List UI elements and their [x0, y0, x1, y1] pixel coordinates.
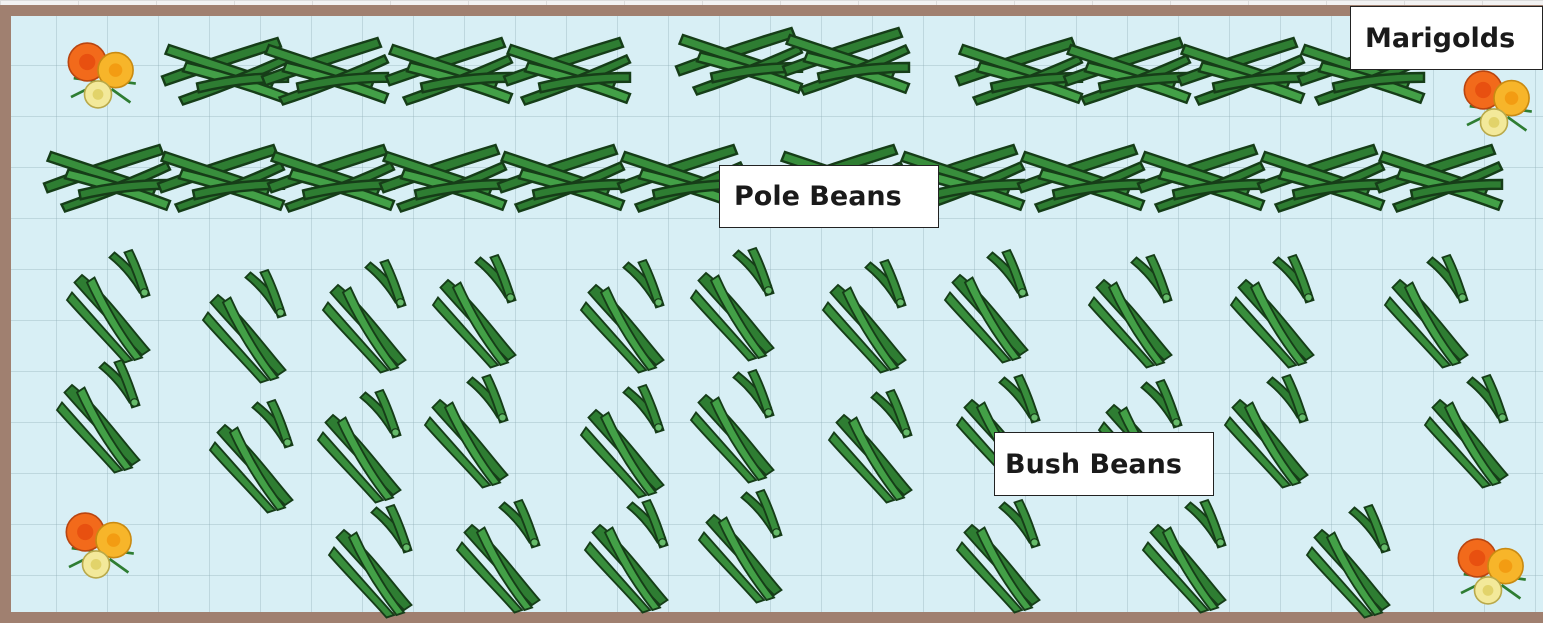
marigolds-label: Marigolds	[1350, 6, 1543, 70]
pole-bean-icon	[1178, 38, 1304, 105]
marigold-icon	[66, 513, 134, 578]
bush-bean-icon	[691, 248, 774, 361]
bush-bean-icon	[691, 370, 774, 483]
marigold-icon	[68, 43, 136, 108]
bush-bean-icon	[425, 375, 508, 488]
bush-bean-icon	[945, 250, 1028, 363]
bush-bean-icon	[1225, 375, 1308, 488]
pole-bean-icon	[504, 38, 630, 105]
pole-bean-icon	[44, 145, 170, 212]
bush-bean-icon	[1231, 255, 1314, 368]
bush-bean-icon	[829, 390, 912, 503]
pole-bean-icon	[386, 38, 512, 105]
bush-bean-icon	[581, 385, 664, 498]
pole-bean-icon	[1258, 145, 1384, 212]
bush-bean-icon	[1307, 505, 1390, 618]
bush-bean-icon	[1385, 255, 1468, 368]
bush-bean-icon	[67, 250, 150, 363]
pole-beans-label: Pole Beans	[719, 165, 939, 228]
pole-bean-icon	[380, 145, 506, 212]
marigold-icon	[1458, 539, 1526, 604]
pole-bean-icon	[498, 145, 624, 212]
pole-bean-icon	[676, 28, 802, 95]
bush-bean-icon	[318, 390, 401, 503]
bush-bean-icon	[323, 260, 406, 373]
bush-bean-icon	[1143, 500, 1226, 613]
pole-bean-icon	[268, 145, 394, 212]
bush-bean-icon	[699, 490, 782, 603]
bush-bean-icon	[823, 260, 906, 373]
bush-bean-icon	[203, 270, 286, 383]
bush-bean-icon	[585, 500, 668, 613]
bush-bean-icon	[57, 360, 140, 473]
pole-bean-icon	[158, 145, 284, 212]
bush-bean-icon	[1425, 375, 1508, 488]
pole-bean-icon	[1018, 145, 1144, 212]
bush-bean-icon	[581, 260, 664, 373]
bush-bean-icon	[1089, 255, 1172, 368]
marigold-icon	[1464, 71, 1532, 136]
pole-bean-icon	[1376, 145, 1502, 212]
bush-bean-icon	[433, 255, 516, 368]
pole-bean-icon	[956, 38, 1082, 105]
bush-beans-label: Bush Beans	[994, 432, 1214, 496]
bush-bean-icon	[210, 400, 293, 513]
bush-bean-icon	[457, 500, 540, 613]
bush-bean-icon	[329, 505, 412, 618]
bush-bean-icon	[957, 500, 1040, 613]
pole-bean-icon	[1138, 145, 1264, 212]
